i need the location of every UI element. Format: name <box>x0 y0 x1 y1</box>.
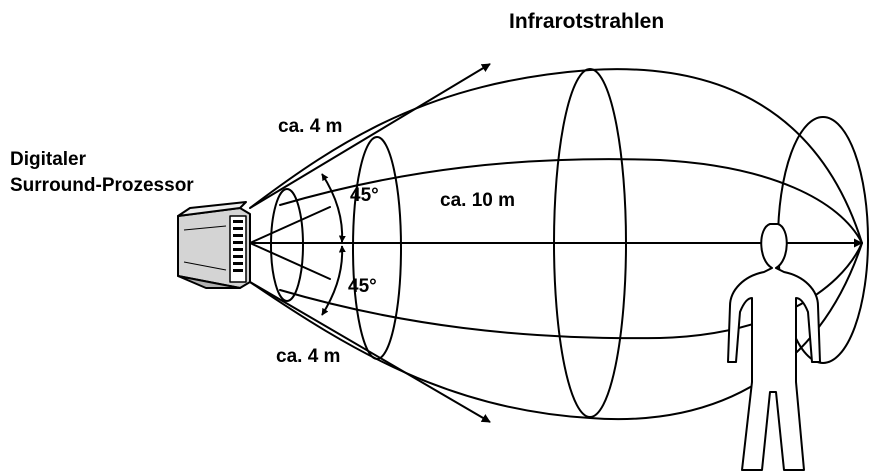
range-arrow-upper <box>249 63 491 209</box>
beam-outline-top <box>249 68 863 244</box>
fan-line-2 <box>249 242 331 280</box>
range-arrow-lower <box>249 281 491 423</box>
beam-section-2 <box>352 136 402 360</box>
angle-arc-upper <box>321 173 346 243</box>
lower-distance-label: ca. 4 m <box>276 346 341 367</box>
person-silhouette-icon <box>727 223 821 471</box>
beam-contour-lower <box>279 242 863 340</box>
beam-contour-upper <box>279 158 863 244</box>
fan-line-1 <box>249 206 331 244</box>
upper-angle-label: 45° <box>350 185 379 206</box>
diagram-title: Infrarotstrahlen <box>509 10 665 33</box>
beam-section-1 <box>270 188 304 302</box>
lower-angle-label: 45° <box>348 276 377 297</box>
source-label-line1: Digitaler <box>10 149 87 170</box>
center-distance-label: ca. 10 m <box>440 190 515 211</box>
source-label-line2: Surround-Prozessor <box>10 175 194 196</box>
upper-distance-label: ca. 4 m <box>278 116 343 137</box>
angle-arc-lower <box>321 245 346 316</box>
surround-processor-device-icon <box>177 201 251 289</box>
